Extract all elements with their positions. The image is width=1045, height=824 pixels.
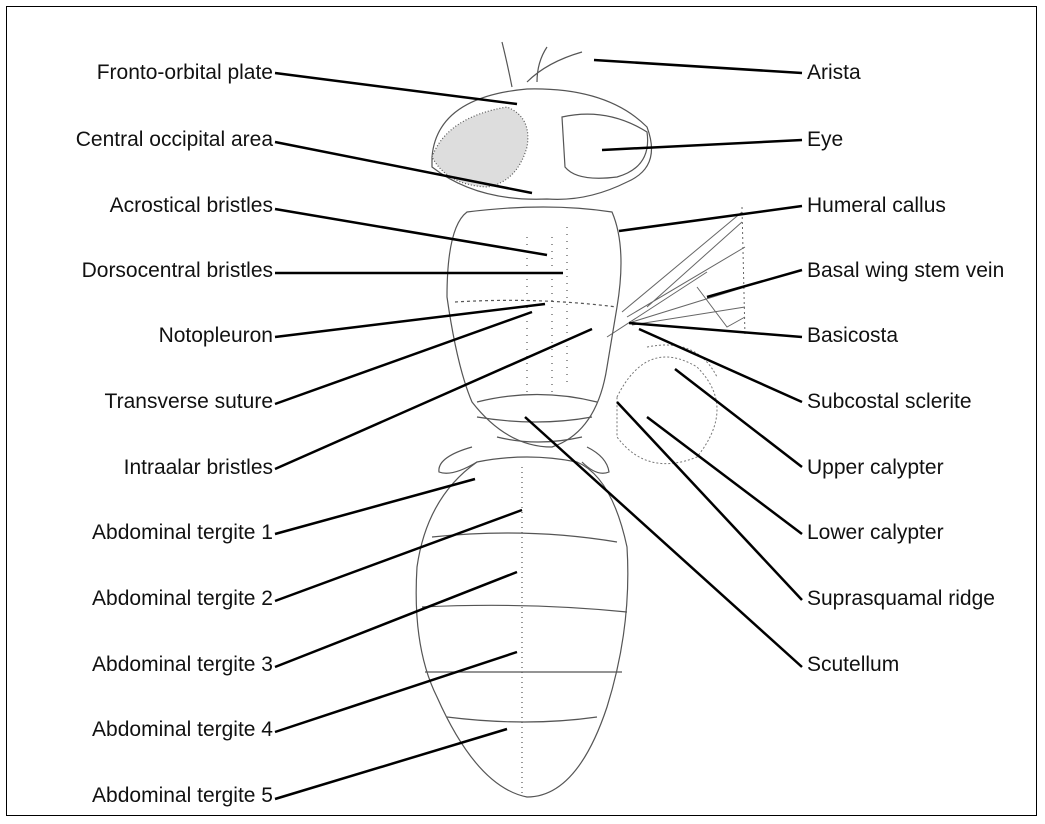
label-basal-wing-stem-vein: Basal wing stem vein: [807, 258, 1004, 284]
head-drawing: [432, 42, 652, 199]
right-leader-lines: [525, 60, 802, 667]
label-basicosta: Basicosta: [807, 323, 898, 349]
label-lower-calypter: Lower calypter: [807, 520, 944, 546]
thorax-drawing: [439, 207, 621, 473]
label-central-occipital-area: Central occipital area: [11, 127, 273, 153]
label-abdominal-tergite-2: Abdominal tergite 2: [11, 586, 273, 612]
label-intraalar-bristles: Intraalar bristles: [11, 455, 273, 481]
label-abdominal-tergite-5: Abdominal tergite 5: [11, 783, 273, 809]
label-humeral-callus: Humeral callus: [807, 193, 946, 219]
label-subcostal-sclerite: Subcostal sclerite: [807, 389, 972, 415]
label-transverse-suture: Transverse suture: [11, 389, 273, 415]
anatomy-diagram-frame: Fronto-orbital plate Central occipital a…: [6, 6, 1037, 816]
wing-drawing: [607, 207, 745, 337]
label-upper-calypter: Upper calypter: [807, 455, 944, 481]
label-abdominal-tergite-3: Abdominal tergite 3: [11, 652, 273, 678]
label-eye: Eye: [807, 127, 843, 153]
label-arista: Arista: [807, 60, 861, 86]
label-suprasquamal-ridge: Suprasquamal ridge: [807, 586, 995, 612]
calypter-drawing: [617, 345, 717, 464]
label-acrostical-bristles: Acrostical bristles: [11, 193, 273, 219]
label-notopleuron: Notopleuron: [11, 323, 273, 349]
label-fronto-orbital-plate: Fronto-orbital plate: [11, 60, 273, 86]
label-abdominal-tergite-4: Abdominal tergite 4: [11, 717, 273, 743]
label-abdominal-tergite-1: Abdominal tergite 1: [11, 520, 273, 546]
label-dorsocentral-bristles: Dorsocentral bristles: [11, 258, 273, 284]
label-scutellum: Scutellum: [807, 652, 899, 678]
